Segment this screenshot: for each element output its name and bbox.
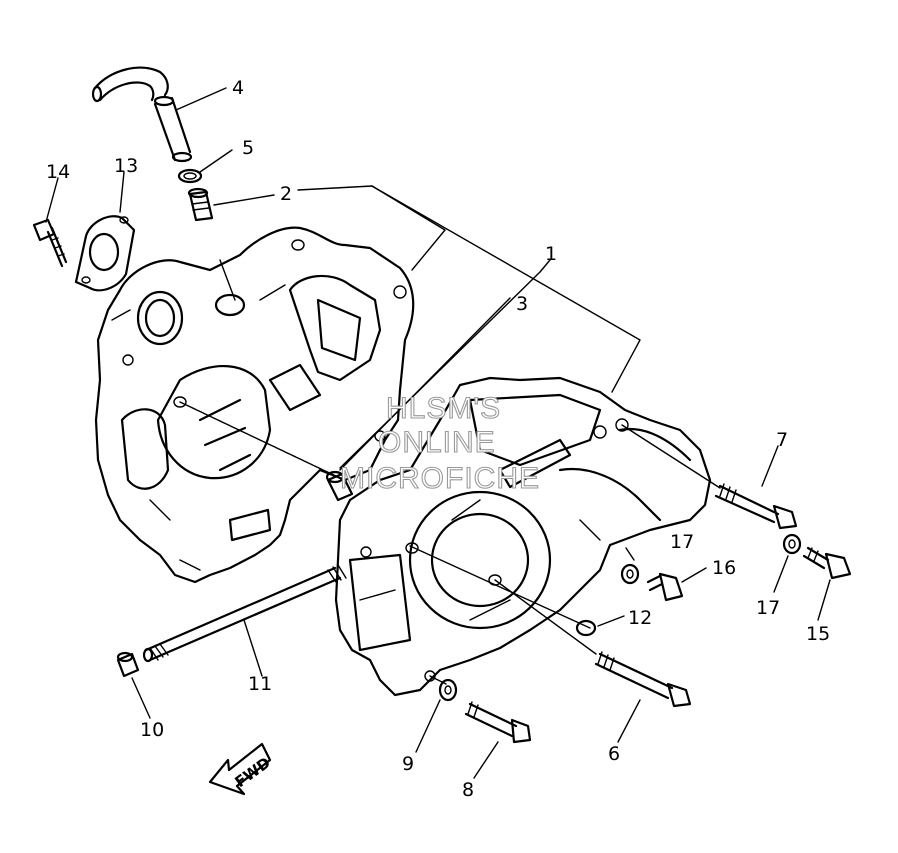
callout-15: 15 — [806, 623, 830, 645]
callout-7: 7 — [776, 429, 788, 451]
bolt-7 — [714, 483, 798, 530]
callout-8: 8 — [462, 779, 474, 801]
callout-17b: 17 — [756, 597, 780, 619]
callout-16: 16 — [712, 557, 736, 579]
left-crankcase — [94, 226, 415, 584]
callout-10: 10 — [140, 719, 164, 741]
breather-hose — [91, 66, 193, 163]
callout-2: 2 — [280, 183, 292, 205]
bolt-15 — [802, 546, 852, 580]
watermark: HLSM'S ONLINE MICROFICHE — [339, 391, 540, 495]
callout-6: 6 — [608, 743, 620, 765]
callout-3: 3 — [516, 293, 528, 315]
breather-nipple — [187, 187, 214, 222]
callout-14: 14 — [46, 161, 70, 183]
fwd-label: FWD — [232, 753, 274, 791]
callout-9: 9 — [402, 753, 414, 775]
callout-17a: 17 — [670, 531, 694, 553]
watermark-line2: ONLINE — [378, 426, 496, 459]
callout-13: 13 — [114, 155, 138, 177]
washer-17b — [782, 533, 802, 555]
bolt-16 — [646, 572, 684, 602]
watermark-line3: MICROFICHE — [340, 462, 540, 495]
bolt-6 — [594, 651, 692, 708]
callout-11: 11 — [248, 673, 272, 695]
callout-5: 5 — [242, 137, 254, 159]
fwd-arrow: FWD — [208, 742, 274, 796]
small-bolt-14 — [32, 218, 68, 268]
watermark-line1: HLSM'S — [386, 392, 501, 425]
washer-9 — [438, 678, 458, 702]
right-crankcase — [334, 376, 712, 697]
stud-bolt-11 — [142, 564, 347, 663]
gasket — [74, 215, 136, 292]
hose-clip — [177, 168, 203, 184]
leader-lines — [45, 87, 831, 779]
callout-4: 4 — [232, 77, 244, 99]
washer-17a — [620, 563, 640, 585]
callout-12: 12 — [628, 607, 652, 629]
callout-1: 1 — [545, 243, 557, 265]
callout-labels: 4 5 2 1 3 13 14 7 17 16 17 15 12 6 8 9 1… — [46, 77, 830, 801]
bolt-8 — [464, 701, 532, 744]
o-ring-12 — [575, 619, 597, 637]
collar-10 — [116, 651, 140, 678]
